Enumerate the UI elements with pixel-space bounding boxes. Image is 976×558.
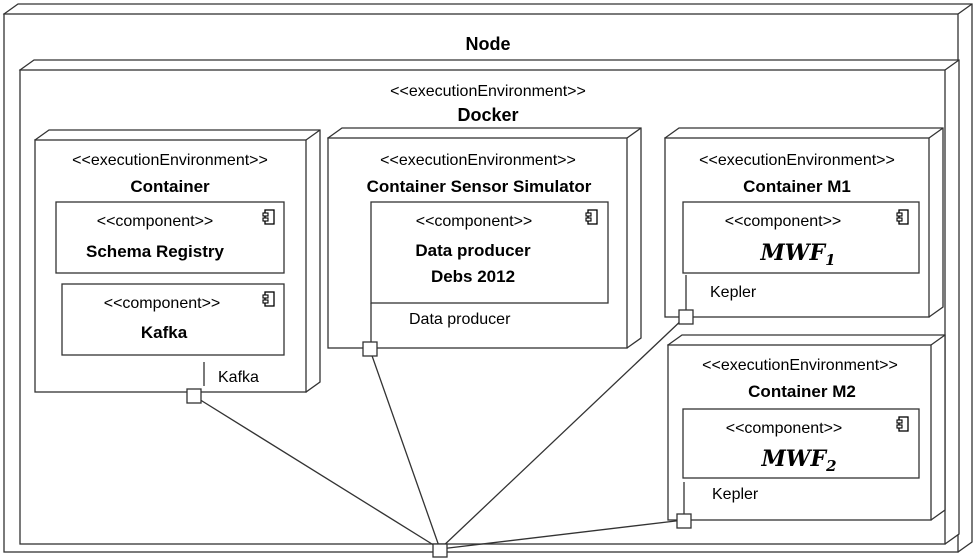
mwf2-stereotype: <<component>> <box>726 420 843 437</box>
container-kafka-title: Container <box>130 177 210 196</box>
m2-stereotype: <<executionEnvironment>> <box>702 357 898 374</box>
component-mwf1: <<component>> MWF1 <box>682 201 920 274</box>
m1-title: Container M1 <box>743 177 851 196</box>
schema-registry-name: Schema Registry <box>86 242 224 261</box>
data-producer-stereotype: <<component>> <box>416 213 533 230</box>
connectors <box>193 315 687 550</box>
port-m2 <box>676 513 692 529</box>
kafka-name: Kafka <box>141 323 188 342</box>
sensor-title: Container Sensor Simulator <box>367 177 592 196</box>
connector-kafka <box>193 395 441 550</box>
mwf1-name-base: MWF <box>759 240 826 266</box>
container-kafka-stereotype: <<executionEnvironment>> <box>72 152 268 169</box>
ports <box>186 309 694 558</box>
component-icon <box>262 209 275 225</box>
component-kafka: <<component>> Kafka <box>61 283 285 356</box>
connector-data-producer <box>369 349 441 550</box>
component-icon <box>896 416 909 432</box>
schema-registry-stereotype: <<component>> <box>97 213 214 230</box>
kafka-stereotype: <<component>> <box>104 295 221 312</box>
mwf2-subscript: 2 <box>825 457 836 475</box>
mwf1-name: MWF1 <box>759 240 835 269</box>
container-sensor-simulator: <<executionEnvironment>> Container Senso… <box>326 127 642 349</box>
container-m2: <<executionEnvironment>> Container M2 <<… <box>666 334 946 521</box>
container-kafka: <<executionEnvironment>> Container <<com… <box>33 129 321 393</box>
component-icon <box>896 209 909 225</box>
connector-m2 <box>439 519 685 550</box>
m1-stereotype: <<executionEnvironment>> <box>699 152 895 169</box>
sensor-stereotype: <<executionEnvironment>> <box>380 152 576 169</box>
mwf1-subscript: 1 <box>825 251 835 269</box>
port-kafka <box>186 388 202 404</box>
m2-title: Container M2 <box>748 382 856 401</box>
m1-port-label: Kepler <box>710 284 757 301</box>
container-m1: <<executionEnvironment>> Container M1 <<… <box>663 127 944 318</box>
data-producer-name-line2: Debs 2012 <box>431 267 515 286</box>
kafka-port-label: Kafka <box>218 369 259 386</box>
mwf2-name-base: MWF <box>760 446 827 472</box>
docker-title: Docker <box>457 105 518 125</box>
component-data-producer: <<component>> Data producer Debs 2012 <box>370 201 609 304</box>
component-icon <box>262 291 275 307</box>
port-m1 <box>678 309 694 325</box>
mwf2-name: MWF2 <box>760 446 836 475</box>
component-icon <box>585 209 598 225</box>
data-producer-port-label: Data producer <box>409 311 511 328</box>
mwf1-stereotype: <<component>> <box>725 213 842 230</box>
component-schema-registry: <<component>> Schema Registry <box>55 201 285 274</box>
docker-stereotype: <<executionEnvironment>> <box>390 83 586 100</box>
component-mwf2: <<component>> MWF2 <box>682 408 920 479</box>
connector-m1 <box>439 315 687 550</box>
port-data-producer <box>362 341 378 357</box>
data-producer-name-line1: Data producer <box>415 241 531 260</box>
node-title: Node <box>466 34 511 54</box>
port-node-hub <box>432 543 448 558</box>
m2-port-label: Kepler <box>712 486 759 503</box>
